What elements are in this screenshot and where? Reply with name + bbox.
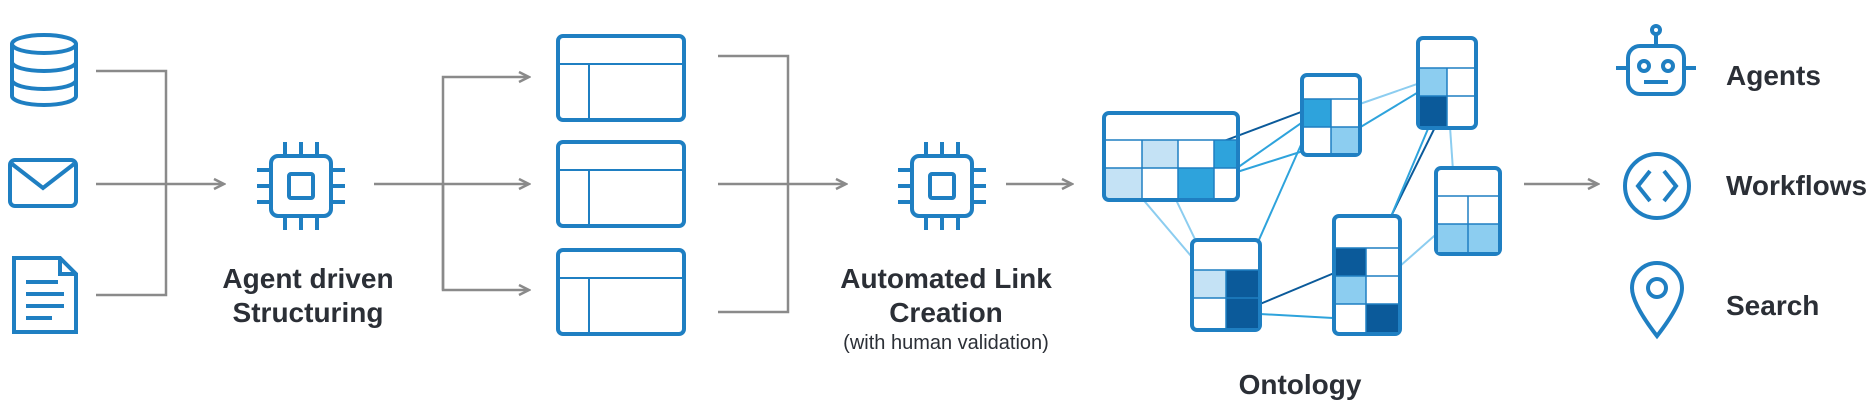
link-creation-line2: Creation: [889, 296, 1003, 328]
ontology-node-b: [1416, 36, 1478, 130]
ontology-label: Ontology: [1238, 369, 1362, 400]
link-creation-note: (with human validation): [843, 332, 1049, 355]
fanout-connectors: [374, 77, 529, 290]
output-label-agents: Agents: [1726, 60, 1821, 91]
ontology-node-a: [1300, 73, 1362, 157]
database-icon: [10, 33, 78, 107]
ontology-node-c: [1434, 166, 1502, 256]
input-connectors: [96, 69, 224, 297]
structured-table-2: [556, 140, 686, 228]
chip-icon-linking: [898, 142, 986, 230]
output-label-workflows: Workflows: [1726, 170, 1868, 201]
robot-icon: [1616, 24, 1696, 96]
document-icon: [12, 256, 78, 334]
fanin-connectors: [718, 54, 846, 314]
ontology-node-e: [1332, 214, 1402, 336]
link-creation-line1: Automated Link: [840, 263, 1052, 294]
structured-table-3: [556, 248, 686, 336]
link-creation-label: Automated Link Creation (with human vali…: [816, 262, 1076, 355]
mail-icon: [8, 158, 78, 208]
agent-structuring-label: Agent driven Structuring: [198, 262, 418, 329]
ontology-node-d: [1190, 238, 1262, 332]
code-icon: [1623, 152, 1691, 220]
ontology-node-main: [1102, 111, 1240, 202]
output-label-search: Search: [1726, 290, 1820, 321]
structured-table-1: [556, 34, 686, 122]
agent-structuring-line2: Structuring: [232, 296, 384, 328]
location-pin-icon: [1629, 261, 1685, 340]
agent-structuring-line1: Agent driven: [222, 263, 394, 294]
chip-icon-structuring: [257, 142, 345, 230]
